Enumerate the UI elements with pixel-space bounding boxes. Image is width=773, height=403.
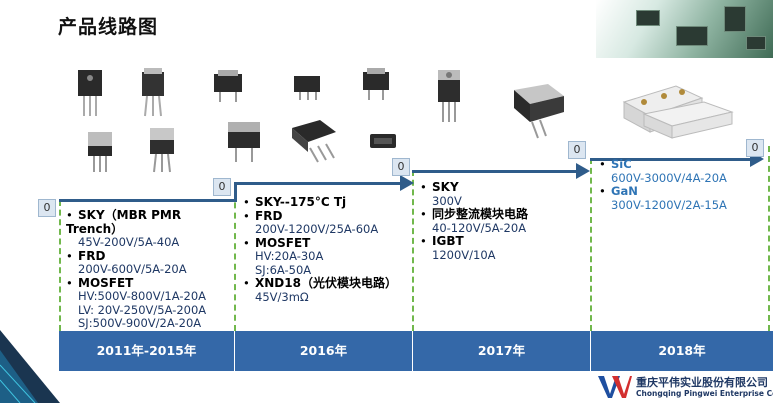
arrow-head-icon [576, 163, 590, 179]
timeline-arrow [234, 182, 402, 185]
dpak-package-icon [363, 68, 389, 100]
to263-package-icon [292, 120, 336, 163]
company-name-cn: 重庆平伟实业股份有限公司 [636, 376, 768, 389]
to220f-package-icon [88, 132, 112, 172]
product-name: XND18（光伏模块电路） [255, 276, 397, 290]
product-spec: SJ:500V-900V/2A-20A [78, 316, 202, 330]
product-column-2018: •SiC 600V-3000V/4A-20A •GaN 300V-1200V/2… [599, 157, 769, 212]
product-spec: 300V [432, 193, 462, 208]
product-name: GaN [611, 184, 638, 198]
product-name: SKY--175°C Tj [255, 195, 347, 209]
product-spec: HV:20A-30A [255, 249, 324, 263]
product-spec: SJ:6A-50A [255, 262, 312, 277]
to220-package-icon [142, 68, 164, 117]
product-name: 同步整流模块电路 [432, 207, 529, 221]
year-bar: 2011年-2015年 2016年 2017年 2018年 [59, 331, 773, 371]
product-name: SKY [432, 180, 459, 194]
sot-package-icon [294, 76, 320, 100]
product-name: SiC [611, 157, 632, 171]
page-title: 产品线路图 [58, 16, 159, 38]
product-spec: 1200V/10A [432, 247, 496, 262]
to220-package-icon [438, 70, 460, 122]
timeline-arrow [412, 170, 578, 173]
to220f-package-icon [150, 128, 174, 173]
arrow-head-icon [400, 175, 414, 191]
product-column-2016: •SKY--175°C Tj •FRD 200V-1200V/25A-60A •… [243, 195, 413, 304]
circuit-board-image [596, 0, 773, 58]
product-spec: LV: 20V-250V/5A-200A [78, 302, 207, 317]
product-spec: 200V-600V/5A-20A [78, 262, 187, 276]
timeline-divider [768, 146, 770, 331]
smd-package-icon [370, 134, 396, 148]
to220-package-icon [78, 70, 102, 116]
product-name: FRD [255, 208, 283, 223]
product-name: SKY（MBR PMR Trench） [66, 208, 182, 236]
product-spec: 45V-200V/5A-40A [78, 235, 180, 249]
timeline-arrow [59, 199, 235, 202]
marker-box: 0 [213, 178, 231, 196]
product-column-2017: •SKY 300V •同步整流模块电路 40-120V/5A-20A •IGBT… [420, 180, 590, 262]
corner-decoration [0, 330, 60, 403]
company-name-en: Chongqing Pingwei Enterprise Co., Ltd. [636, 389, 773, 398]
timeline-divider [59, 200, 61, 331]
year-label-2017: 2017年 [477, 343, 526, 358]
product-spec: 600V-3000V/4A-20A [611, 170, 727, 185]
power-module-icon [642, 101, 734, 139]
timeline-arrow [590, 158, 752, 161]
product-spec: 300V-1200V/2A-15A [611, 197, 727, 212]
d2pak-package-icon [228, 122, 260, 162]
timeline-divider [234, 182, 236, 331]
product-name: FRD [78, 248, 106, 263]
product-spec: HV:500V-800V/1A-20A [78, 289, 207, 303]
marker-box: 0 [38, 199, 56, 217]
timeline-arrow [234, 182, 237, 202]
marker-box: 0 [392, 158, 410, 176]
year-label-2016: 2016年 [299, 343, 348, 358]
product-spec: 200V-1200V/25A-60A [255, 222, 379, 236]
product-name: MOSFET [255, 235, 311, 250]
timeline-divider [590, 158, 592, 331]
product-name: IGBT [432, 234, 464, 248]
product-name: MOSFET [78, 275, 134, 290]
company-logo: 重庆平伟实业股份有限公司 Chongqing Pingwei Enterpris… [596, 371, 773, 403]
product-column-2011-2015: •SKY（MBR PMR Trench） 45V-200V/5A-40A •FR… [66, 208, 236, 331]
year-label-2011-2015: 2011年-2015年 [96, 343, 197, 358]
year-label-2018: 2018年 [658, 343, 706, 358]
to247-package-icon [514, 84, 564, 139]
dpak-package-icon [214, 70, 242, 102]
marker-box: 0 [746, 139, 764, 157]
marker-box: 0 [568, 141, 586, 159]
timeline-divider [412, 170, 414, 331]
logo-icon [598, 376, 632, 398]
product-spec: 45V/3mΩ [255, 289, 309, 304]
product-spec: 40-120V/5A-20A [432, 220, 527, 235]
